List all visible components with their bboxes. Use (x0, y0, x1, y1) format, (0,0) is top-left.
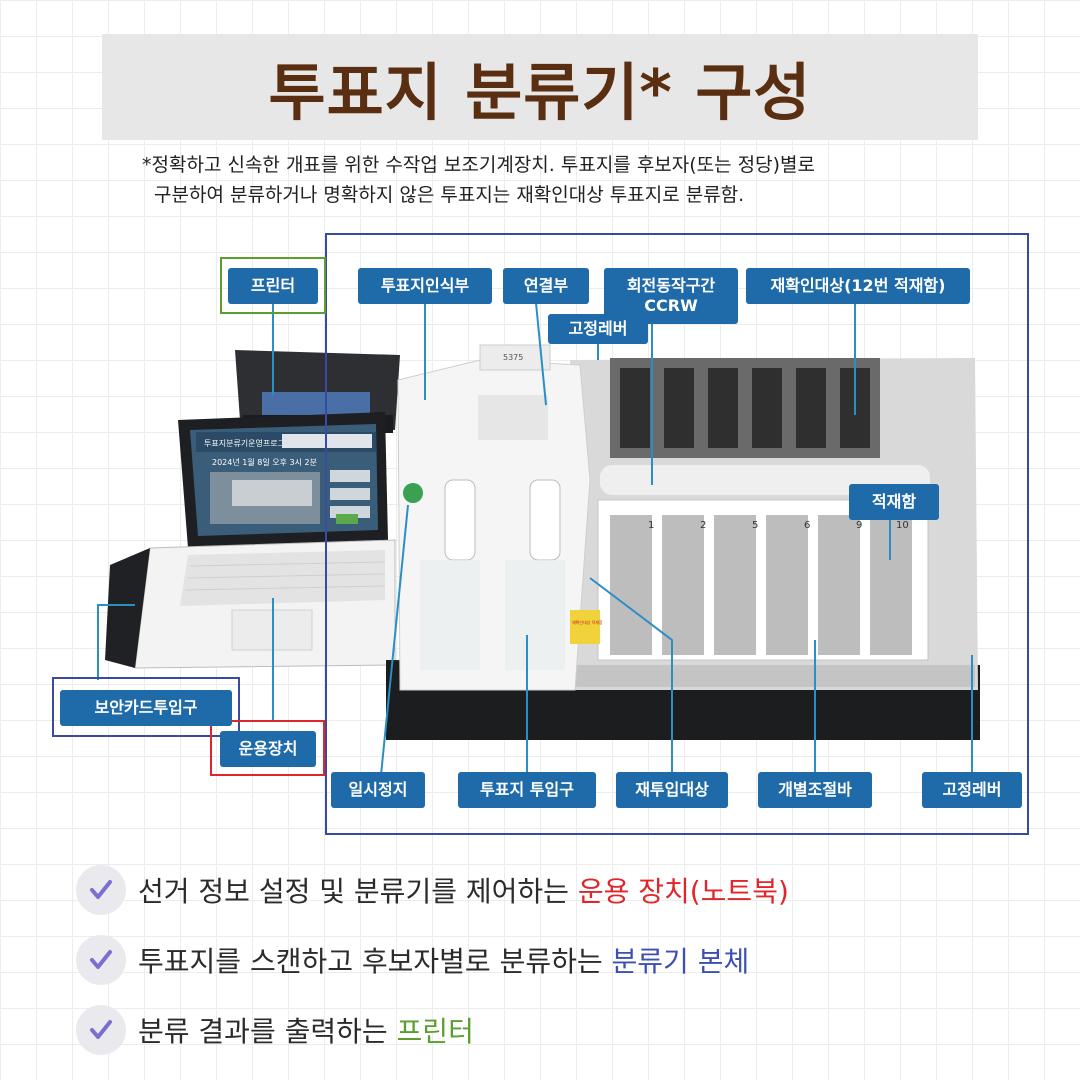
printer-label: 프린터 (228, 268, 318, 304)
ballot-inlet-label: 투표지 투입구 (458, 772, 596, 808)
list-item-highlight: 운용 장치(노트북) (577, 875, 789, 908)
operating-device-highlight-box (210, 720, 325, 776)
page-title: 투표지 분류기* 구성 (268, 56, 812, 129)
laptop-screen-title: 투표지분류기운영프로그램 (204, 438, 292, 448)
list-item: 선거 정보 설정 및 분류기를 제어하는 운용 장치(노트북) (76, 860, 789, 920)
bin-number: 1 (648, 520, 654, 531)
bin-number: 6 (804, 520, 810, 531)
list-item-text: 투표지를 스캔하고 후보자별로 분류하는 분류기 본체 (138, 945, 750, 978)
sorter-illustration: 1 2 5 6 9 10 5375 재확인대상 적재함 (386, 344, 980, 740)
list-item-highlight: 분류기 본체 (611, 945, 750, 978)
bin-number: 10 (896, 520, 909, 531)
sticker-label: 재확인대상 적재함 (572, 619, 603, 625)
device-serial: 5375 (503, 353, 523, 362)
rotating-section-line2: CCRW (644, 296, 698, 315)
reinput-target-label: 재투입대상 (616, 772, 728, 808)
individual-control-bar-label: 개별조절바 (758, 772, 872, 808)
connection-label: 연결부 (503, 268, 589, 304)
laptop-illustration: 투표지분류기운영프로그램 2024년 1월 8일 오후 3시 2분 (105, 412, 396, 669)
bin-number: 2 (700, 520, 706, 531)
leader-lines (97, 302, 973, 776)
sorter-frame (325, 233, 1029, 835)
ballot-recognition-label: 투표지인식부 (358, 268, 492, 304)
check-icon (76, 935, 126, 985)
printer-highlight-box (220, 257, 326, 314)
list-item-text: 분류 결과를 출력하는 프린터 (138, 1015, 474, 1048)
check-icon (76, 865, 126, 915)
fixed-lever-top-label: 고정레버 (548, 314, 648, 344)
bin-number: 5 (752, 520, 758, 531)
rotating-section-line1: 회전동작구간 (626, 276, 716, 295)
subtitle: *정확하고 신속한 개표를 위한 수작업 보조기계장치. 투표지를 후보자(또는… (142, 150, 962, 210)
loading-bin-label: 적재함 (849, 484, 939, 520)
list-item: 투표지를 스캔하고 후보자별로 분류하는 분류기 본체 (76, 930, 749, 990)
list-item: 분류 결과를 출력하는 프린터 (76, 1000, 474, 1060)
fixed-lever-bottom-label: 고정레버 (922, 772, 1022, 808)
security-card-highlight-box (52, 677, 240, 737)
list-item-text: 선거 정보 설정 및 분류기를 제어하는 운용 장치(노트북) (138, 875, 789, 908)
operating-device-label: 운용장치 (220, 731, 316, 767)
subtitle-line-2: 구분하여 분류하거나 명확하지 않은 투표지는 재확인대상 투표지로 분류함. (154, 184, 745, 206)
recheck-target-label: 재확인대상(12번 적재함) (746, 268, 970, 304)
check-icon (76, 1005, 126, 1055)
bin-number: 9 (856, 520, 862, 531)
subtitle-line-1: *정확하고 신속한 개표를 위한 수작업 보조기계장치. 투표지를 후보자(또는… (142, 154, 816, 176)
list-item-highlight: 프린터 (396, 1015, 474, 1048)
pause-label: 일시정지 (331, 772, 425, 808)
title-banner: 투표지 분류기* 구성 (102, 34, 978, 140)
security-card-slot-label: 보안카드투입구 (60, 690, 232, 726)
laptop-screen-date: 2024년 1월 8일 오후 3시 2분 (212, 457, 317, 467)
